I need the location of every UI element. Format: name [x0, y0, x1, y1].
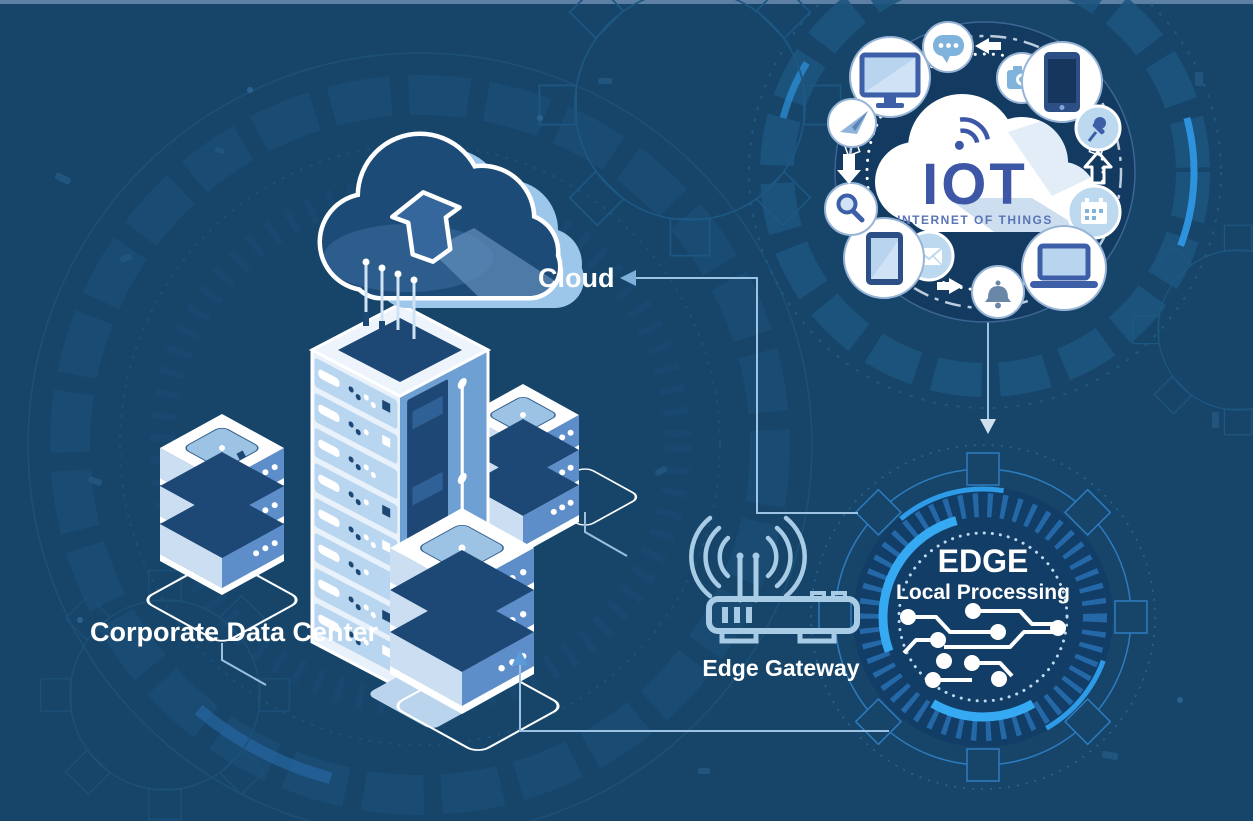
router-icon — [689, 515, 860, 644]
edge-subtitle: Local Processing — [896, 581, 1070, 604]
upload-arrow-glyph-icon — [1083, 150, 1113, 185]
corporate-data-center — [146, 131, 638, 751]
edge-gear-teeth — [818, 452, 1148, 782]
platform-left — [146, 558, 298, 642]
iot-subtitle: INTERNET OF THINGS — [897, 213, 1053, 227]
desktop-monitor-icon — [849, 36, 931, 118]
wifi-signal-icon — [954, 117, 990, 150]
bg-circuit-bits — [54, 72, 1219, 774]
laptop-icon — [1021, 225, 1107, 311]
smartphone-icon — [1021, 41, 1103, 123]
arrowhead-left — [620, 270, 636, 286]
edge-gateway: Edge Gateway — [689, 515, 860, 681]
ring-arrow-left-icon — [975, 38, 1001, 54]
iot-cloud: IOT INTERNET OF THINGS — [875, 94, 1096, 232]
cloud-label: Cloud — [538, 263, 614, 293]
connector-edge-to-cloud — [636, 277, 858, 514]
iot-title: IOT — [922, 152, 1028, 217]
iot-hub: IOT INTERNET OF THINGS — [824, 21, 1136, 323]
server-stack-left — [146, 414, 298, 686]
connector-edge-to-datacenter — [519, 664, 889, 732]
upload-cloud — [317, 131, 584, 353]
data-center-label: Corporate Data Center — [90, 617, 379, 647]
connectors — [512, 270, 996, 732]
upload-arrow-icon — [389, 190, 462, 264]
iot-bg-rings — [748, 0, 1222, 409]
arrowhead-up — [512, 650, 528, 665]
send-arrow-icon — [827, 98, 877, 148]
server-stack-front — [390, 508, 534, 714]
download-arrow-glyph-icon — [837, 154, 861, 184]
chat-bubble-icon — [922, 21, 974, 73]
arrowhead-down — [980, 419, 996, 434]
edge-rings — [810, 444, 1156, 790]
edge-gateway-label: Edge Gateway — [702, 655, 859, 681]
edge-node: EDGE Local Processing — [810, 444, 1156, 790]
tablet-icon — [843, 217, 925, 299]
iot-ring-icons — [824, 21, 1122, 319]
edge-circuit-trace — [900, 603, 1066, 688]
edge-title: EDGE — [938, 543, 1029, 579]
magnifier-icon — [824, 182, 878, 236]
top-strip — [0, 0, 1253, 4]
push-pin-icon — [1074, 104, 1122, 152]
platform-right-link — [584, 512, 628, 557]
ring-arrow-right-icon — [937, 278, 963, 294]
cloud-pins — [362, 258, 418, 353]
bell-icon — [971, 265, 1025, 319]
platform-left-link — [221, 643, 267, 686]
